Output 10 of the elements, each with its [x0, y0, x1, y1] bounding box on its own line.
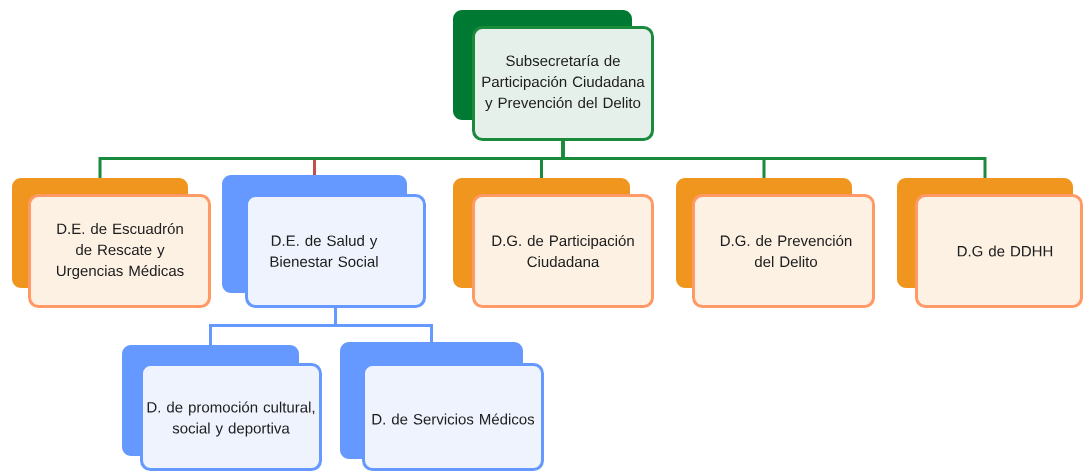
org-box: D. de promoción cultural, social y deportiva — [122, 345, 322, 471]
org-box: D. de Servicios Médicos — [340, 342, 544, 471]
org-box: D.E. de Salud y Bienestar Social — [222, 175, 426, 308]
org-box: D.G. de Participación Ciudadana — [453, 178, 654, 308]
org-box: Subsecretaría de Participación Ciudadana y Prevención del Delito — [453, 10, 654, 141]
org-box: D.E. de Escuadrón de Rescate y Urgencias Médicas — [12, 178, 211, 308]
org-box: D.G. de Prevención del Delito — [676, 178, 875, 308]
org-box: D.G de DDHH — [897, 178, 1083, 308]
connector-line — [334, 306, 433, 342]
connector-line — [561, 139, 987, 178]
